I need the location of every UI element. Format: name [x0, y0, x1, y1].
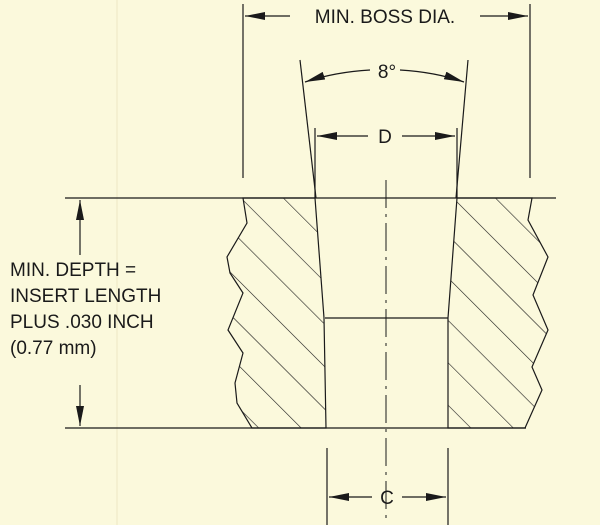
angle-label: 8°: [378, 62, 396, 83]
c-label: C: [380, 488, 394, 509]
wall-section-right: [447, 197, 549, 429]
depth-label: MIN. DEPTH = INSERT LENGTH PLUS .030 INC…: [10, 258, 161, 362]
depth-label-line: INSERT LENGTH: [10, 286, 162, 307]
angle-arrow-right: [399, 69, 465, 83]
depth-label-line: PLUS .030 INCH: [10, 312, 154, 333]
d-label: D: [378, 127, 392, 148]
depth-label-line: (0.77 mm): [10, 338, 97, 359]
wall-section-left: [226, 197, 327, 429]
taper-line-right: [455, 59, 469, 199]
depth-label-line: MIN. DEPTH =: [10, 260, 137, 281]
angle-arrow-left: [304, 69, 371, 83]
boss-dia-label: MIN. BOSS DIA.: [315, 7, 455, 28]
taper-line-left: [299, 59, 317, 199]
